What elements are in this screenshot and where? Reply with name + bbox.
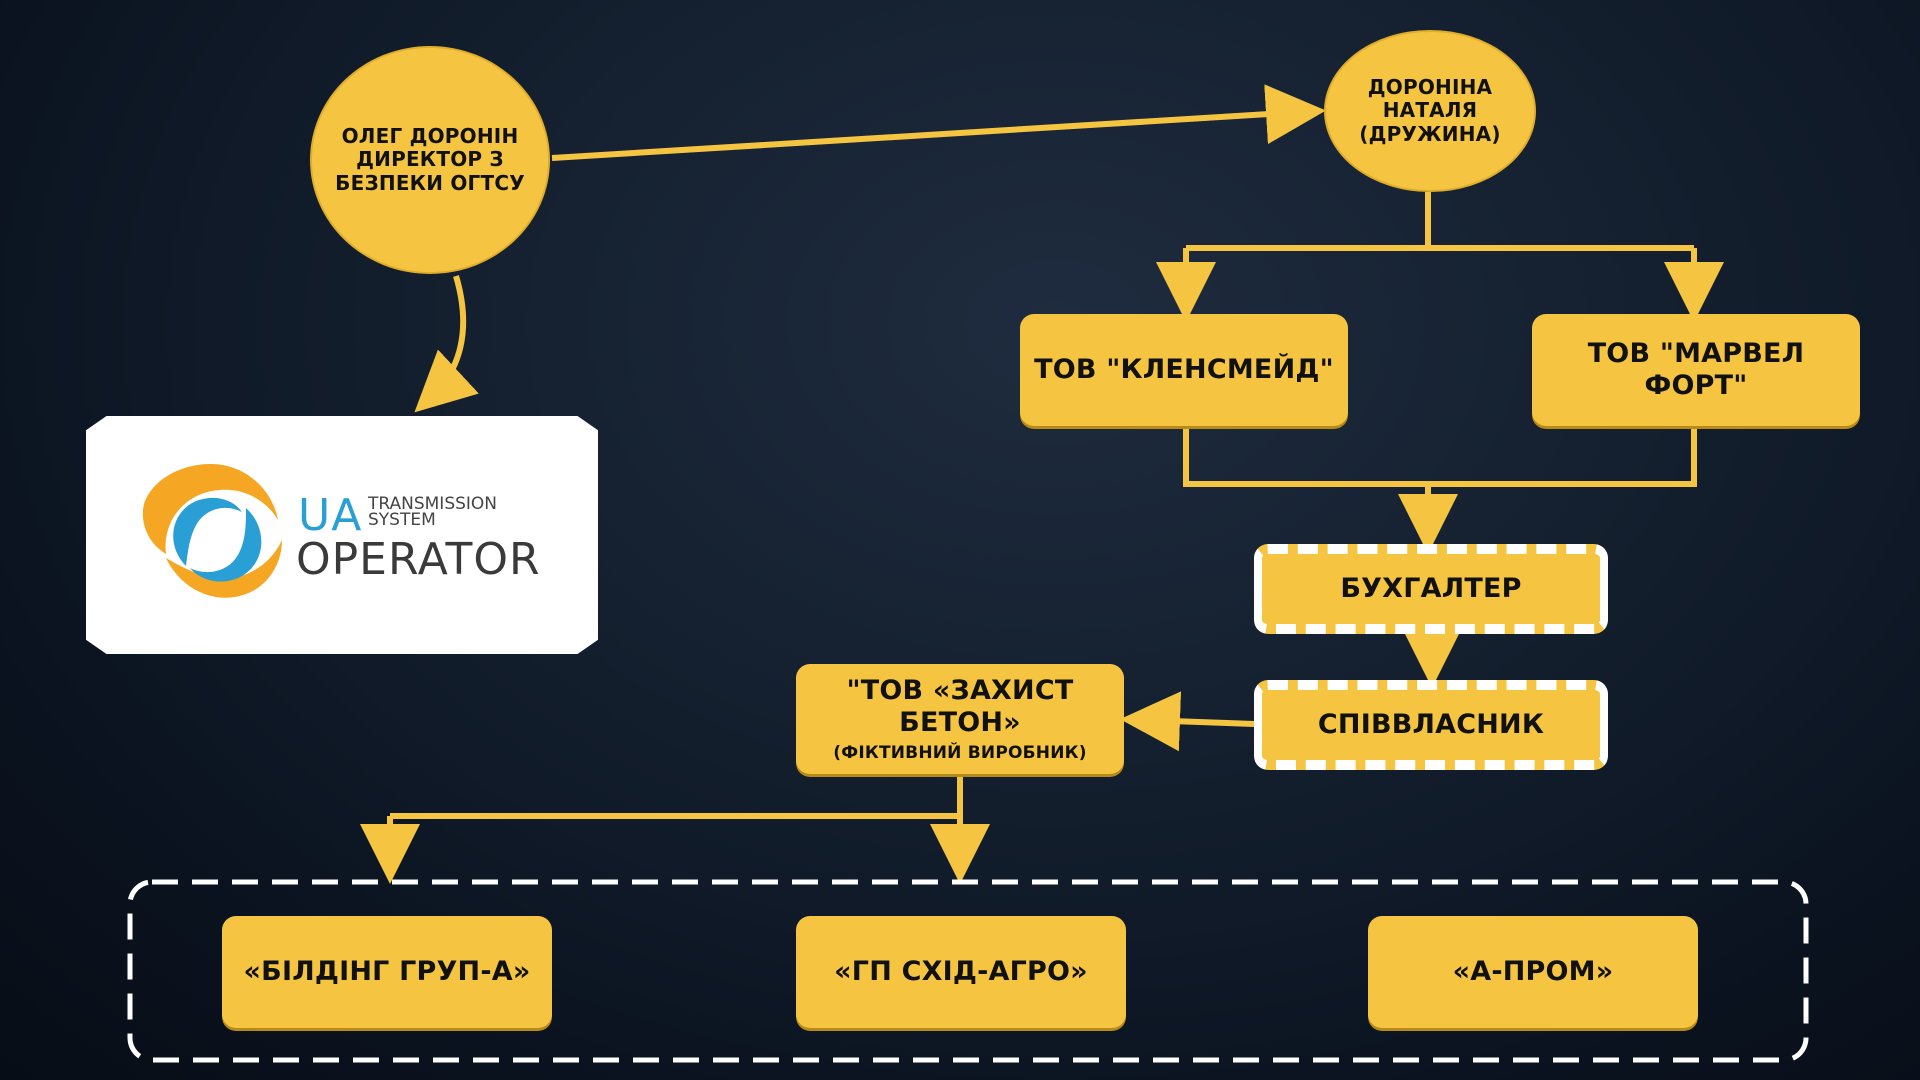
node-natalia-doronina: ДОРОНІНА НАТАЛЯ (ДРУЖИНА) — [1324, 30, 1536, 192]
node-tov-marvel-fort: ТОВ "МАРВЕЛ ФОРТ" — [1532, 314, 1860, 426]
zakhyst-title: "ТОВ «ЗАХИСТ БЕТОН» — [846, 675, 1074, 738]
arrow-oleg-to-operator — [414, 275, 479, 413]
node-tov-zakhyst-beton: "ТОВ «ЗАХИСТ БЕТОН» (ФІКТИВНИЙ ВИРОБНИК) — [796, 664, 1124, 774]
arrow-coowner-to-zakhyst — [1120, 691, 1255, 752]
line-companies-merge — [1183, 428, 1697, 487]
node-gp-skhid-agro: «ГП СХІД-АГРО» — [796, 916, 1126, 1028]
ua-tso-logo-card: UA TRANSMISSION SYSTEM OPERATOR — [86, 416, 598, 654]
logo-operator-text: OPERATOR — [296, 534, 541, 585]
logo-ua-text: UA — [298, 490, 363, 541]
node-bilding-grup-a: «БІЛДІНГ ГРУП-А» — [222, 916, 552, 1028]
zakhyst-subtitle: (ФІКТИВНИЙ ВИРОБНИК) — [833, 742, 1087, 763]
node-a-prom: «А-ПРОМ» — [1368, 916, 1698, 1028]
node-accountant: БУХГАЛТЕР — [1254, 544, 1608, 634]
node-tov-klensmeid: ТОВ "КЛЕНСМЕЙД" — [1020, 314, 1348, 426]
logo-transmission-system-text: TRANSMISSION SYSTEM — [368, 494, 498, 531]
node-oleg-doronin: ОЛЕГ ДОРОНІН ДИРЕКТОР З БЕЗПЕКИ ОГТСУ — [310, 46, 550, 274]
subsidiaries-dashed-frame — [127, 879, 1809, 1063]
node-coowner: СПІВВЛАСНИК — [1254, 680, 1608, 770]
logo-system-line: SYSTEM — [368, 510, 436, 531]
logo-transmission-line: TRANSMISSION — [368, 494, 498, 514]
arrow-oleg-to-natalia — [551, 84, 1326, 161]
ua-tso-logo-icon — [142, 464, 282, 598]
